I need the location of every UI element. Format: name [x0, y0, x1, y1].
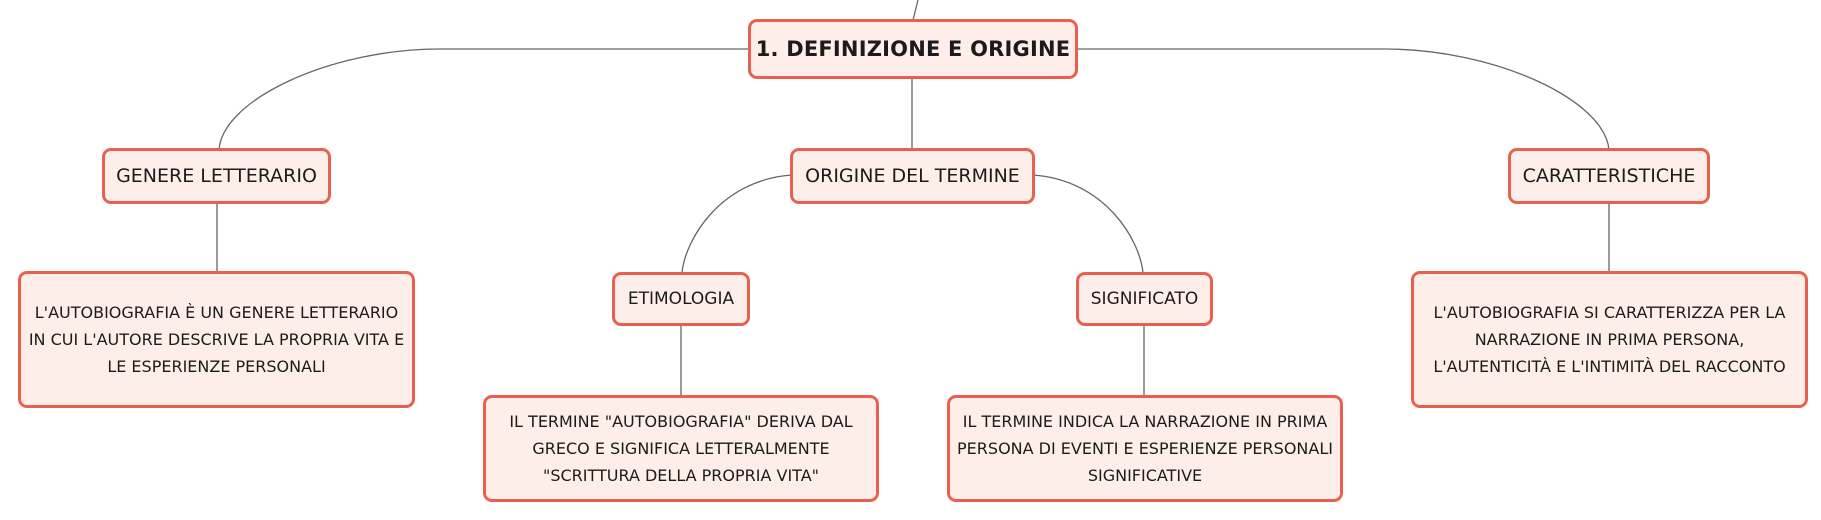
connector-origine-to-significato: [1032, 174, 1144, 274]
connector-origine-to-etimologia: [681, 174, 793, 274]
description-genere-letterario[interactable]: L'AUTOBIOGRAFIA È UN GENERE LETTERARIO I…: [18, 271, 415, 408]
root-topic[interactable]: 1. DEFINIZIONE E ORIGINE: [748, 19, 1078, 79]
topic-etimologia[interactable]: ETIMOLOGIA: [612, 272, 750, 326]
topic-significato-label: SIGNIFICATO: [1090, 289, 1199, 309]
description-caratteristiche-text: L'AUTOBIOGRAFIA SI CARATTERIZZA PER LA N…: [1433, 303, 1786, 376]
topic-etimologia-label: ETIMOLOGIA: [627, 289, 735, 309]
topic-significato[interactable]: SIGNIFICATO: [1076, 272, 1213, 326]
topic-origine-del-termine[interactable]: ORIGINE DEL TERMINE: [790, 148, 1035, 204]
description-significato-text: IL TERMINE INDICA LA NARRAZIONE IN PRIMA…: [957, 412, 1333, 485]
description-significato[interactable]: IL TERMINE INDICA LA NARRAZIONE IN PRIMA…: [947, 395, 1343, 502]
topic-genere-letterario-label: GENERE LETTERARIO: [116, 165, 317, 187]
topic-genere-letterario[interactable]: GENERE LETTERARIO: [102, 148, 331, 204]
topic-origine-del-termine-label: ORIGINE DEL TERMINE: [805, 165, 1020, 187]
topic-caratteristiche[interactable]: CARATTERISTICHE: [1508, 148, 1710, 204]
description-caratteristiche[interactable]: L'AUTOBIOGRAFIA SI CARATTERIZZA PER LA N…: [1411, 271, 1808, 408]
description-genere-letterario-text: L'AUTOBIOGRAFIA È UN GENERE LETTERARIO I…: [28, 303, 405, 376]
description-etimologia[interactable]: IL TERMINE "AUTOBIOGRAFIA" DERIVA DAL GR…: [483, 395, 879, 502]
topic-caratteristiche-label: CARATTERISTICHE: [1522, 165, 1696, 187]
connector-parent-to-root: [912, 0, 919, 21]
connector-root-to-genere: [218, 48, 748, 151]
root-topic-label: 1. DEFINIZIONE E ORIGINE: [755, 37, 1071, 61]
connector-root-to-caratteristiche: [1078, 48, 1610, 151]
description-etimologia-text: IL TERMINE "AUTOBIOGRAFIA" DERIVA DAL GR…: [509, 412, 853, 485]
